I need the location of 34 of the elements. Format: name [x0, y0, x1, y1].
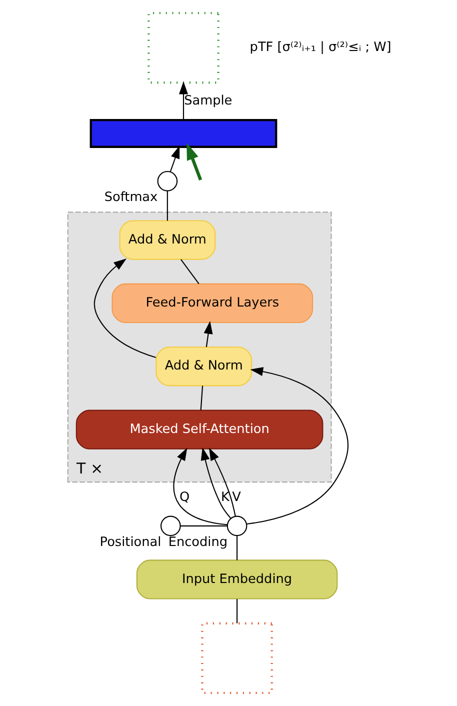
node-box — [147, 12, 219, 84]
node-box: Feed-Forward Layers — [111, 283, 313, 324]
arrow — [246, 367, 348, 525]
arrow — [172, 448, 227, 526]
connector — [180, 525, 227, 526]
edge-label: Q — [179, 490, 190, 505]
node-label: Encoding — [168, 534, 228, 550]
node-box: Input Embedding — [136, 560, 338, 600]
node-circle — [226, 516, 247, 536]
label: pTF [σ⁽²⁾ᵢ₊₁ | σ⁽²⁾≤ᵢ ; W] — [249, 40, 391, 56]
connector — [180, 259, 199, 284]
node-label: Softmax — [104, 190, 158, 206]
node-label: Positional — [99, 534, 161, 550]
node-bar — [89, 119, 277, 148]
node-circle — [156, 170, 178, 192]
arrow — [203, 320, 212, 348]
node-circle — [160, 516, 180, 536]
arrow — [186, 142, 202, 180]
connector — [200, 386, 203, 410]
arrow — [169, 146, 180, 172]
connector — [236, 599, 238, 624]
arrow — [208, 448, 236, 516]
edge-label: K — [220, 490, 229, 505]
arrow — [200, 447, 231, 519]
node-box: Add & Norm — [118, 220, 216, 260]
node-box: Masked Self-Attention — [75, 410, 323, 450]
edge-label: V — [232, 490, 240, 505]
connector — [236, 536, 238, 560]
node-box — [200, 622, 272, 694]
connector — [166, 190, 168, 221]
arrow — [178, 81, 188, 120]
edge-label: Sample — [184, 94, 232, 109]
node-box: Add & Norm — [155, 346, 252, 386]
arrow — [93, 258, 156, 358]
